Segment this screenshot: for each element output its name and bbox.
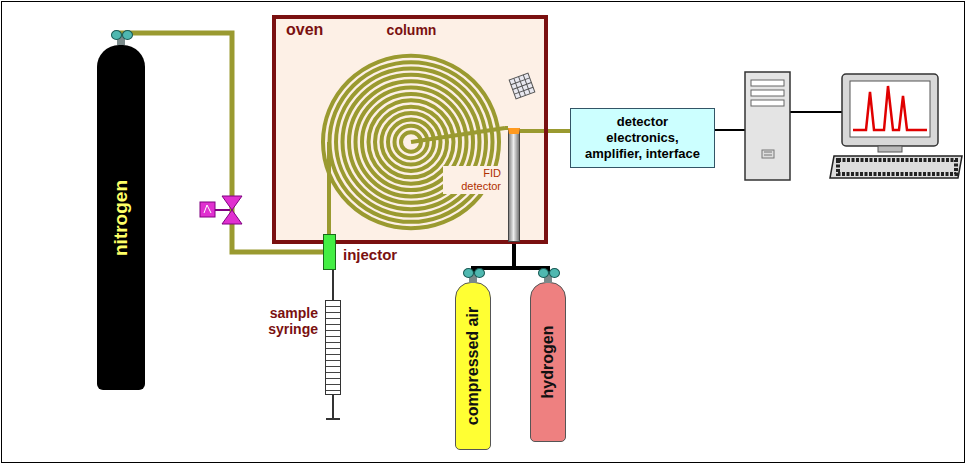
gas-cylinder: compressed air — [455, 282, 491, 450]
electronics-box: detector electronics, amplifier, interfa… — [570, 108, 715, 168]
gas-supply-line — [473, 242, 514, 282]
carrier-gas-pipe — [121, 33, 323, 252]
gas-cylinder: hydrogen — [530, 282, 566, 442]
data-cable — [790, 111, 842, 113]
injector-port: injector — [323, 234, 336, 270]
computer-monitor — [842, 74, 938, 152]
coil-inlet — [327, 142, 331, 232]
keyboard — [830, 156, 962, 178]
cylinder-label: hydrogen — [539, 326, 557, 399]
cylinder-knob — [538, 268, 549, 278]
syringe-needle — [333, 270, 334, 300]
electronics-label: detector electronics, amplifier, interfa… — [579, 114, 706, 162]
collector-grid — [509, 73, 535, 99]
column-coil-drawing — [318, 22, 505, 232]
fid-detector: FID detector — [508, 128, 520, 242]
gas-supply-line — [514, 242, 548, 282]
detector-label: FID detector — [443, 166, 503, 194]
computer-tower — [745, 72, 790, 180]
cylinder-knob — [122, 30, 133, 40]
oven-label: oven — [286, 21, 323, 39]
syringe-needle — [332, 270, 334, 300]
flow-valve — [200, 196, 242, 224]
cylinder-knob — [474, 268, 485, 278]
syringe-plunger-head — [326, 418, 340, 420]
cylinder-label: nitrogen — [110, 180, 132, 256]
cylinder-label: compressed air — [464, 307, 482, 425]
column-label: column — [318, 22, 505, 38]
cylinder-knob — [111, 30, 122, 40]
cylinder-knob — [463, 268, 474, 278]
gas-supply-line — [514, 242, 548, 282]
oven-box: columnFID detector oven — [272, 15, 548, 244]
oven-fill — [274, 17, 546, 242]
gas-supply-line — [473, 242, 514, 282]
column-coil: column — [318, 22, 505, 232]
carrier-gas-pipe — [121, 33, 323, 252]
syringe-label: sample syringe — [258, 305, 318, 337]
injector-label: injector — [343, 246, 397, 263]
cylinder-knob — [549, 268, 560, 278]
data-cable — [715, 129, 745, 131]
coil-outlet — [411, 128, 505, 142]
syringe-plunger — [332, 394, 334, 418]
gas-cylinder: nitrogen — [97, 45, 145, 390]
sample-syringe: sample syringe — [325, 300, 341, 395]
